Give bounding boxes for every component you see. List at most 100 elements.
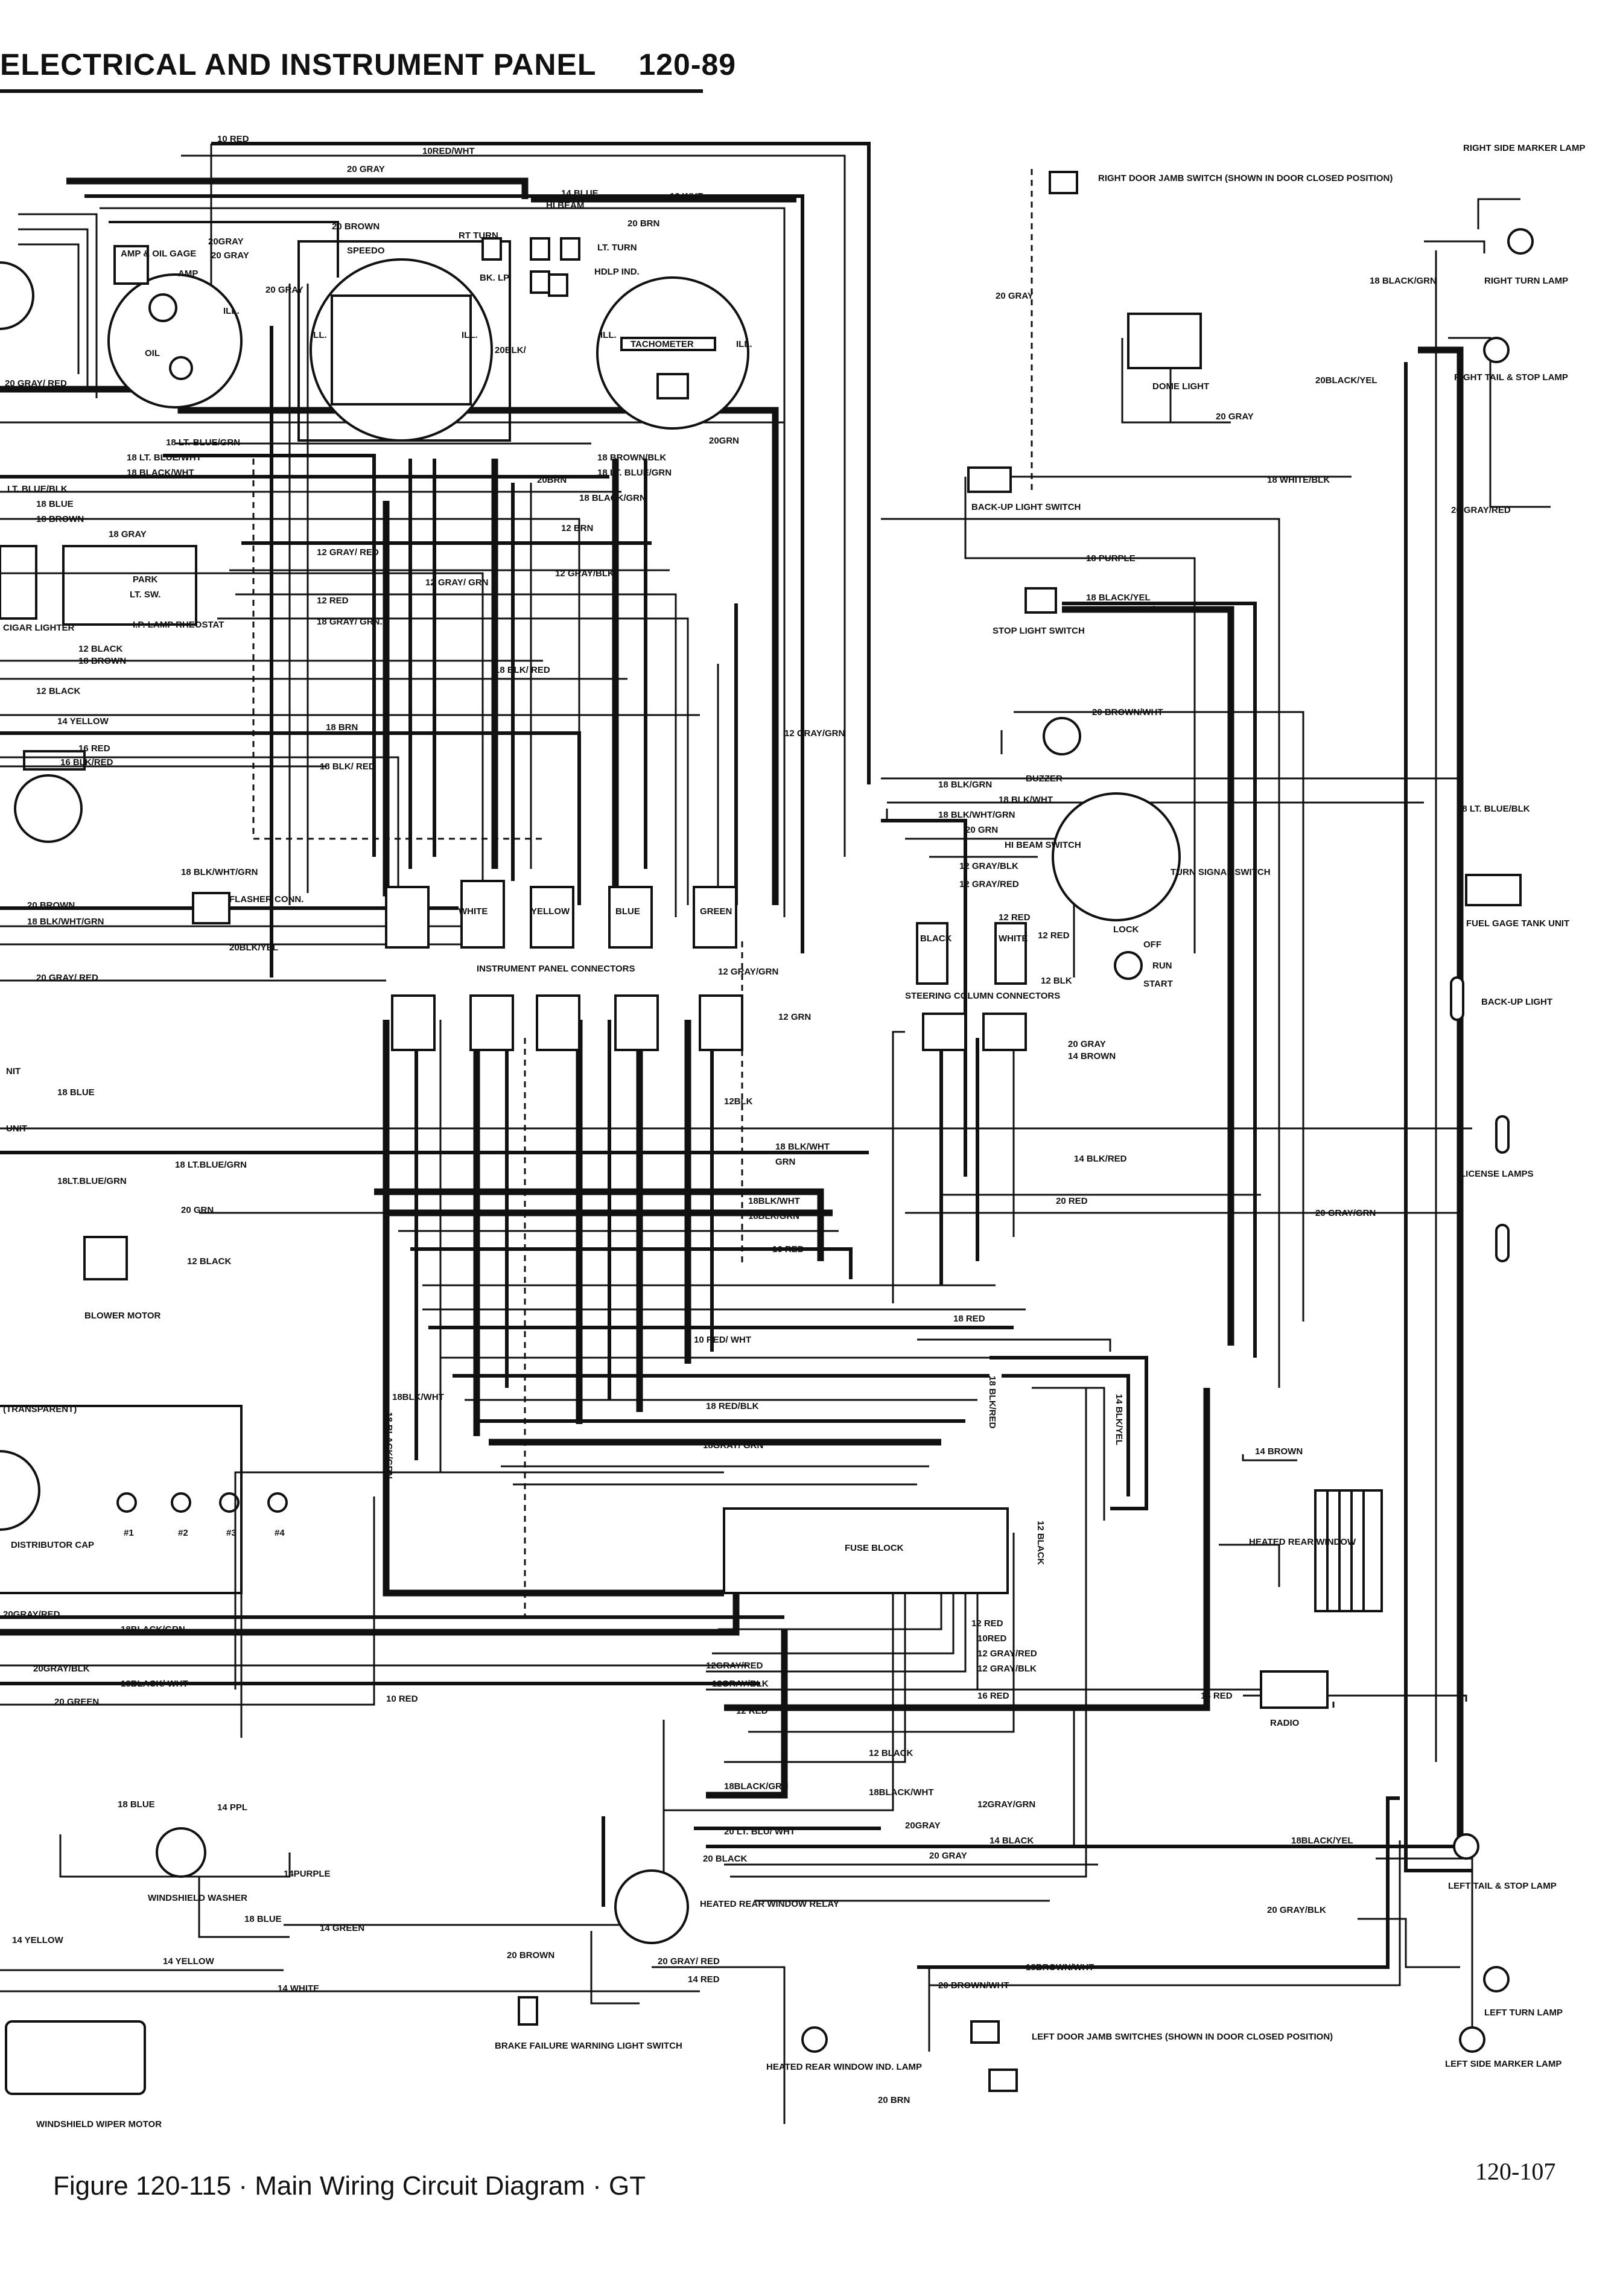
- label-18blkwhtgrn: 18 BLK/WHT/GRN: [181, 867, 258, 877]
- label-18blackyel-2: 18 BLACK/YEL: [1086, 593, 1151, 603]
- label-20blk: 20BLK/: [495, 345, 527, 355]
- label-12graygrn-3: 12 GRAY/GRN: [718, 967, 778, 977]
- label-unit: UNIT: [6, 1124, 27, 1134]
- left-side-marker-label: LEFT SIDE MARKER LAMP: [1445, 2059, 1561, 2069]
- label-grn: GRN: [775, 1157, 795, 1167]
- run-label: RUN: [1152, 961, 1172, 971]
- label-18blkwhtgrn-2: 18 BLK/WHT/GRN: [938, 810, 1015, 820]
- label-20grn-2: 20 GRN: [181, 1205, 214, 1215]
- amp-label: AMP: [178, 269, 198, 279]
- label-20gray-a: 20GRAY: [208, 237, 244, 247]
- label-20blackyel: 20BLACK/YEL: [1315, 375, 1377, 386]
- label-12grayblk: 12 GRAY/BLK: [555, 568, 614, 579]
- label-vert-12black: 12 BLACK: [1035, 1521, 1046, 1565]
- label-16red: 16 RED: [78, 743, 110, 754]
- wiring-diagram: AMP & OIL GAGE AMP OIL ILL. 20 GRAY/ RED…: [0, 134, 1586, 2129]
- label-10redwht-2: 10 RED/ WHT: [694, 1335, 751, 1345]
- label-12graygrn: 12 GRAY/ GRN: [425, 577, 488, 588]
- heated-window-indicator: HEATED REAR WINDOW IND. LAMP: [766, 2026, 922, 2072]
- fuel-gage-label: FUEL GAGE TANK UNIT: [1466, 918, 1569, 929]
- left-rear-lamps: LEFT TAIL & STOP LAMP LEFT TURN LAMP LEF…: [1445, 1833, 1563, 2069]
- label-20gray-4: 20 GRAY: [996, 291, 1034, 301]
- park-label: PARK: [133, 574, 158, 585]
- label-12grn: 12 GRN: [778, 1012, 811, 1022]
- off-label: OFF: [1143, 940, 1161, 950]
- label-12red: 12 RED: [317, 596, 349, 606]
- label-18blackgrn-4: 18 BLACK/GRN: [1370, 276, 1437, 286]
- left-gauge-partial: 20 GRAY/ RED: [0, 261, 67, 389]
- label-18brown-2: 18 BROWN: [78, 656, 126, 666]
- label-18brownwht: 18BROWN/WHT: [1026, 1962, 1094, 1973]
- speedometer: SPEEDO ILL. ILL.: [297, 240, 511, 442]
- cyl1-label: #1: [124, 1528, 134, 1538]
- conn-green-label: GREEN: [700, 906, 732, 917]
- label-nit: NIT: [6, 1066, 21, 1076]
- label-12graygrn-4: 12GRAY/GRN: [977, 1799, 1035, 1810]
- label-18gray: 18 GRAY: [109, 529, 147, 539]
- right-door-switch: RIGHT DOOR JAMB SWITCH (SHOWN IN DOOR CL…: [1049, 171, 1393, 194]
- cyl3-label: #3: [226, 1528, 237, 1538]
- label-10redwht: 10RED/WHT: [422, 146, 475, 156]
- conn-blue-label: BLUE: [615, 906, 640, 917]
- left-tail-label: LEFT TAIL & STOP LAMP: [1448, 1881, 1557, 1891]
- label-14blue: 14 BLUE: [561, 188, 599, 199]
- label-hibeam: HI BEAM: [546, 200, 584, 211]
- rt-turn-label: RT TURN: [459, 231, 498, 241]
- distributor-cap-label: DISTRIBUTOR CAP: [11, 1540, 94, 1550]
- label-18blue-2: 18 BLUE: [57, 1087, 95, 1098]
- label-20red: 20 RED: [1056, 1196, 1088, 1206]
- label-12black-4: 12 BLACK: [869, 1748, 913, 1758]
- header-page-ref: 120-89: [638, 48, 737, 81]
- vertical-wire-labels: 18 BLACK/GRN 18 BLK/RED 14 BLK/YEL 12 BL…: [384, 1376, 1124, 1565]
- label-14blkred: 14 BLK/RED: [1074, 1154, 1127, 1164]
- label-18ltbluegrn-4: 18LT.BLUE/GRN: [57, 1176, 127, 1186]
- steering-connectors-label: STEERING COLUMN CONNECTORS: [905, 991, 1060, 1001]
- cyl4-label: #4: [275, 1528, 285, 1538]
- label-20gray-2: 20GRAY: [905, 1821, 941, 1831]
- label-18blackyel: 18BLACK/YEL: [1291, 1836, 1353, 1846]
- label-12grayblk-2: 12 GRAY/BLK: [977, 1664, 1037, 1674]
- stop-light-label: STOP LIGHT SWITCH: [993, 626, 1085, 636]
- label-12black-2: 12 BLACK: [36, 686, 81, 696]
- label-18blkgrn-2: 18 BLK/GRN: [938, 780, 992, 790]
- backup-light-switch: BACK-UP LIGHT SWITCH: [967, 466, 1081, 512]
- label-12grayred-3: 12GRAY/RED: [706, 1661, 763, 1671]
- label-12grayred-2: 12 GRAY/RED: [977, 1649, 1037, 1659]
- label-20gray-3: 20 GRAY: [929, 1851, 967, 1861]
- fuse-block-label: FUSE BLOCK: [845, 1543, 904, 1553]
- label-16red-4: 16 RED: [1201, 1691, 1233, 1701]
- label-14red: 14 RED: [688, 1974, 720, 1985]
- label-14yellow: 14 YELLOW: [57, 716, 109, 727]
- label-20black: 20 BLACK: [703, 1854, 748, 1864]
- label-18brown: 18 BROWN: [36, 514, 84, 524]
- label-12brn: 12 BRN: [561, 523, 593, 533]
- distributor: (TRANSPARENT) DISTRIBUTOR CAP #1 #2 #3 #…: [0, 1404, 288, 1594]
- right-side-marker-label: RIGHT SIDE MARKER LAMP: [1463, 143, 1586, 153]
- right-tail-label: RIGHT TAIL & STOP LAMP: [1454, 372, 1568, 383]
- buzzer: BUZZER: [1026, 717, 1081, 784]
- label-14yellow-3: 14 YELLOW: [163, 1956, 215, 1967]
- turn-signal-switch: TURN SIGNAL SWITCH: [1052, 792, 1271, 921]
- label-12grayblk-4: 12 GRAY/BLK: [959, 861, 1018, 871]
- label-18redblk: 18 RED/BLK: [706, 1401, 759, 1411]
- label-20grayblk: 20GRAY/BLK: [33, 1664, 90, 1674]
- label-20brown-l: 20 BROWN: [27, 900, 75, 911]
- blower-motor: BLOWER MOTOR: [83, 1236, 161, 1321]
- label-20grayred-3: 20 GRAY/ RED: [658, 1956, 720, 1967]
- ill-label-speedo-a: ILL.: [311, 330, 327, 340]
- label-18blackwht: 18 BLACK/WHT: [127, 468, 194, 478]
- cyl2-label: #2: [178, 1528, 188, 1538]
- label-18blkred-2: 18 BLK/ RED: [320, 762, 375, 772]
- hdlr-ind-label: HDLP IND.: [594, 267, 640, 277]
- label-18ltbluegrn-2: 18 LT. BLUE/GRN: [597, 468, 672, 478]
- label-20brown: 20 BROWN: [332, 221, 380, 232]
- label-12wht: 12 WHT: [670, 191, 703, 202]
- windshield-wiper-motor: WINDSHIELD WIPER MOTOR: [5, 2020, 162, 2129]
- steering-column-connectors: STEERING COLUMN CONNECTORS BLACK WHITE: [905, 922, 1060, 1051]
- tachometer: TACHOMETER ILL. ILL.: [596, 276, 752, 430]
- license-lamps: LICENSE LAMPS: [1460, 1115, 1534, 1262]
- ill-label-tach-b: ILL.: [736, 339, 752, 349]
- oil-label: OIL: [145, 348, 160, 358]
- label-18blackred: 18BLACK/RED: [1110, 605, 1174, 615]
- label-18blue-3: 18 BLUE: [118, 1799, 155, 1810]
